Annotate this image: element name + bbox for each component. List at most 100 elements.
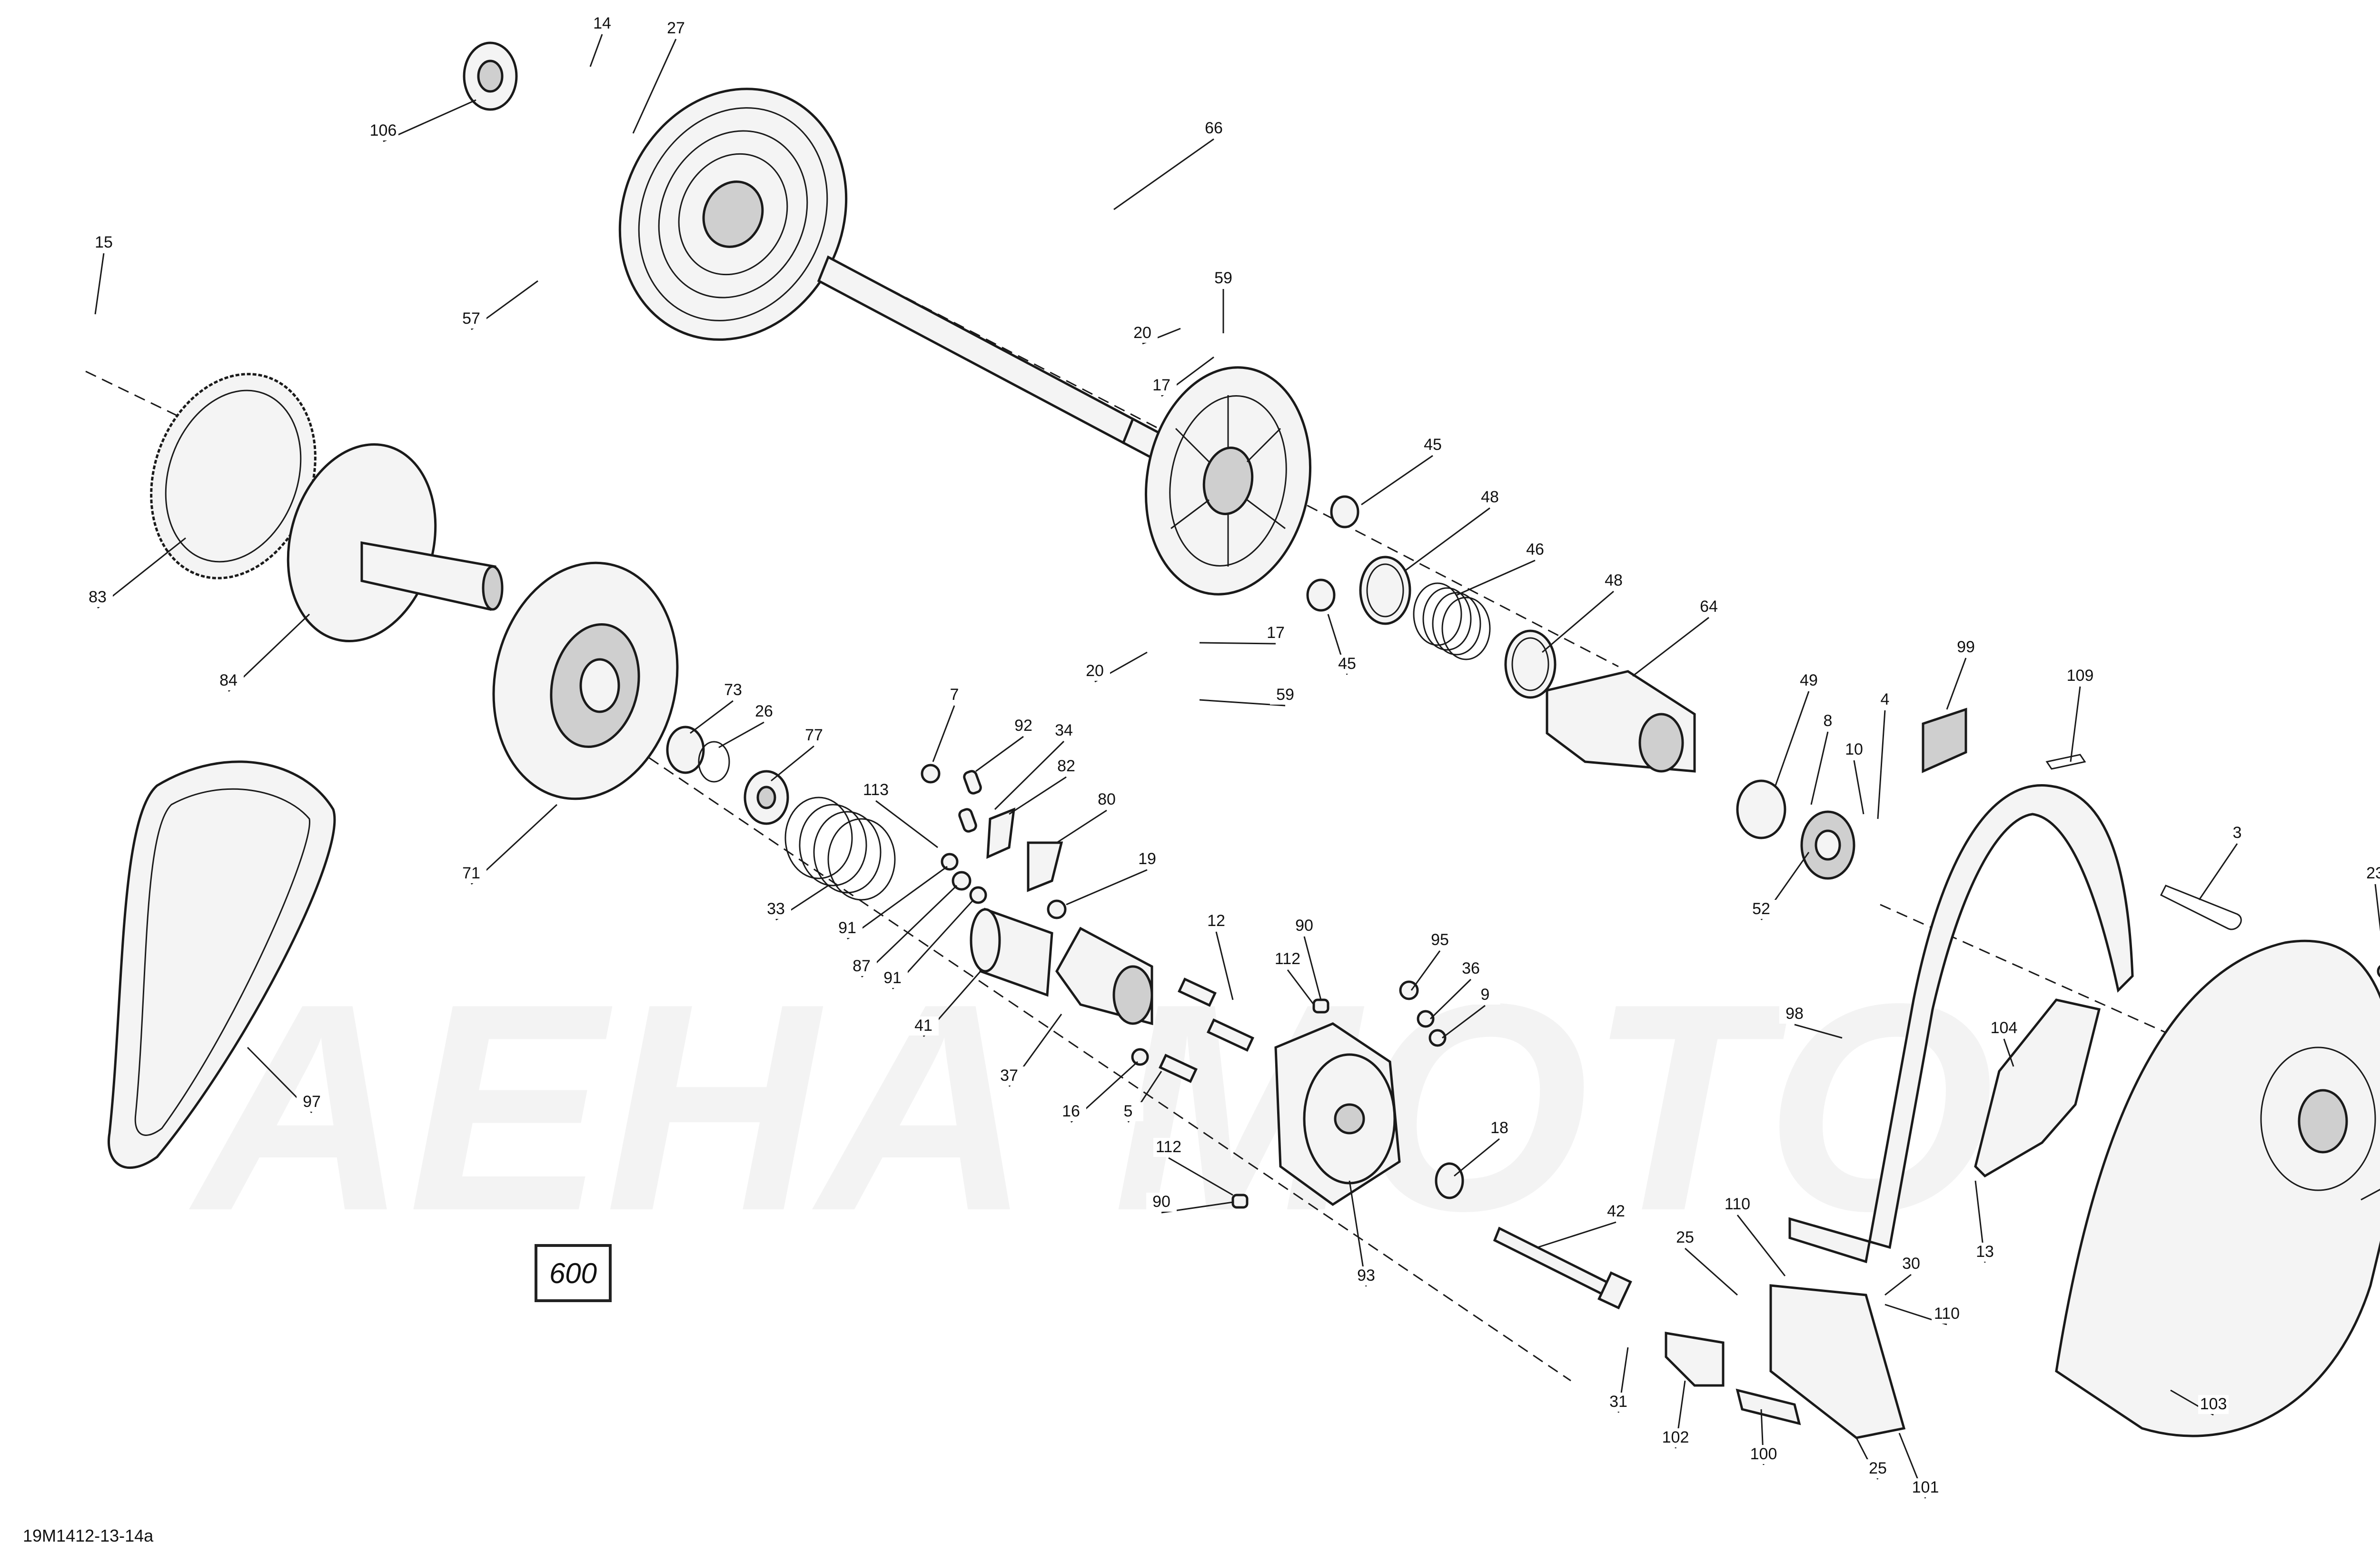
callout-113: 113: [863, 781, 889, 799]
callout-bg-45: [1418, 436, 1448, 455]
callout-36: 36: [1462, 959, 1480, 977]
spring-46: [1413, 582, 1491, 660]
callout-bg-15: [89, 233, 119, 252]
callout-27: 27: [667, 19, 685, 37]
page-number: 600: [536, 1245, 611, 1301]
callout-17: 17: [1267, 624, 1285, 642]
callout-15: 15: [95, 233, 113, 251]
callout-bg-3: [2222, 824, 2252, 843]
callout-bg-17: [1260, 624, 1291, 643]
callout-bg-87: [846, 957, 877, 976]
guard-bracket-98: [1788, 784, 2134, 1264]
callout-leader-14: [589, 34, 603, 67]
callout-bg-10: [1839, 740, 1869, 759]
pin-3: [2160, 885, 2242, 930]
callout-leader-42: [1537, 1221, 1616, 1248]
callout-bg-92: [1008, 717, 1039, 736]
callout-112: 112: [1275, 950, 1300, 968]
callout-45: 45: [1424, 436, 1442, 454]
callout-19: 19: [1138, 850, 1156, 868]
callout-bg-12: [1201, 912, 1231, 931]
callout-bg-113: [861, 781, 891, 800]
movable-sheave-71: [492, 561, 679, 800]
callout-bg-77: [799, 726, 829, 745]
callout-bg-26: [749, 702, 779, 721]
snap-ring-26: [698, 741, 730, 783]
callout-25: 25: [1676, 1228, 1694, 1246]
callout-bg-82: [1051, 757, 1081, 776]
sleeve-41: [970, 907, 1053, 997]
callout-bg-5: [1113, 1102, 1143, 1121]
callout-90: 90: [1152, 1193, 1170, 1211]
callout-bg-83: [82, 588, 113, 607]
callout-leader-19: [1066, 869, 1148, 906]
callout-4: 4: [1881, 690, 1890, 708]
callout-leader-48: [1404, 507, 1490, 572]
air-duct-101: [1769, 1284, 1906, 1439]
spacer-45-lower: [1306, 578, 1336, 612]
callout-bg-19: [1132, 850, 1162, 869]
callout-leader-66: [1113, 138, 1214, 210]
callout-90: 90: [1295, 916, 1313, 935]
callout-bg-13: [1970, 1243, 2000, 1262]
belt-guard-103: [2055, 939, 2380, 1437]
callout-leader-90: [1303, 936, 1322, 1000]
ring-73: [666, 726, 705, 774]
callout-98: 98: [1785, 1005, 1804, 1023]
callout-bg-112: [1153, 1138, 1184, 1157]
callout-3: 3: [2233, 824, 2242, 842]
callout-20: 20: [1086, 662, 1104, 680]
callout-leader-109: [2070, 686, 2081, 762]
callout-bg-110: [1932, 1305, 1962, 1324]
callout-12: 12: [1207, 912, 1225, 930]
callout-leader-112: [1287, 969, 1315, 1005]
callout-leader-23: [2374, 884, 2380, 932]
callout-95: 95: [1431, 931, 1449, 949]
callout-42: 42: [1607, 1202, 1625, 1220]
callout-25: 25: [1869, 1459, 1887, 1477]
callout-bg-27: [661, 19, 691, 38]
callout-leader-12: [1215, 931, 1234, 1000]
plate-100: [1735, 1388, 1801, 1425]
callout-bg-93: [1351, 1266, 1381, 1285]
callout-bg-46: [1520, 540, 1550, 559]
callout-leader-77: [771, 745, 814, 782]
callout-bg-109: [2065, 667, 2095, 686]
callout-leader-17: [1199, 642, 1276, 645]
bolt-42: [1493, 1226, 1632, 1310]
callout-bg-4: [1870, 690, 1900, 709]
callout-bg-84: [213, 671, 244, 690]
cam-64: [1546, 670, 1696, 773]
callout-bg-16: [1056, 1102, 1086, 1121]
ring-48-right: [1504, 629, 1557, 699]
callout-leader-91: [847, 866, 948, 940]
callout-84: 84: [219, 671, 238, 689]
callout-bg-98: [1779, 1005, 1810, 1024]
callout-leader-18: [1454, 1138, 1500, 1177]
callout-bg-33: [761, 900, 791, 919]
clip-99: [1922, 707, 1967, 773]
callout-leader-113: [875, 800, 938, 848]
callout-bg-90: [1289, 916, 1319, 936]
callout-93: 93: [1357, 1266, 1375, 1285]
callout-31: 31: [1609, 1393, 1627, 1411]
callout-bg-90: [1146, 1193, 1177, 1212]
callout-45: 45: [1338, 655, 1356, 673]
callout-bg-66: [1199, 119, 1229, 138]
belt-97: [108, 760, 336, 1169]
callout-leader-104: [2003, 1038, 2014, 1067]
callout-leader-36: [1429, 978, 1472, 1020]
callout-30: 30: [1902, 1255, 1920, 1273]
callout-bg-106: [368, 121, 398, 140]
callout-99: 99: [1957, 638, 1975, 656]
callout-100: 100: [1750, 1445, 1777, 1463]
callout-bg-20: [1080, 662, 1110, 681]
callout-20: 20: [1133, 324, 1151, 342]
callout-102: 102: [1662, 1428, 1689, 1446]
callout-bg-99: [1951, 638, 1981, 657]
callout-83: 83: [89, 588, 107, 606]
callout-bg-104: [1989, 1019, 2019, 1038]
spacer-45-upper: [1330, 495, 1359, 528]
drive-pulley-axis: [514, 666, 1571, 1382]
